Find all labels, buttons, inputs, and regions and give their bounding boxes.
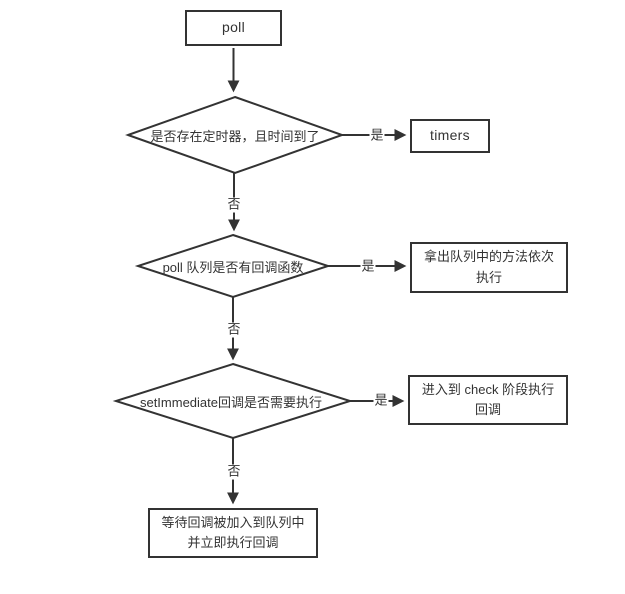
edge-label-no-3: 否 [226,463,242,480]
node-poll: poll [185,10,282,46]
edge-label-yes-execute: 是 [360,258,376,275]
node-check-phase: 进入到 check 阶段执行 回调 [408,375,568,425]
decision-poll-queue-diamond [134,233,332,299]
decision-setimmediate-diamond [112,362,354,440]
edge-label-no-2: 否 [226,321,242,338]
edge-label-yes-checkphase: 是 [373,392,389,409]
node-wait-callback: 等待回调被加入到队列中 并立即执行回调 [148,508,318,558]
node-execute-queue: 拿出队列中的方法依次 执行 [410,242,568,293]
node-timers: timers [410,119,490,153]
decision-timer-check-diamond [125,95,345,175]
edge-label-no-1: 否 [226,196,242,213]
edge-label-yes-timers: 是 [369,127,385,144]
